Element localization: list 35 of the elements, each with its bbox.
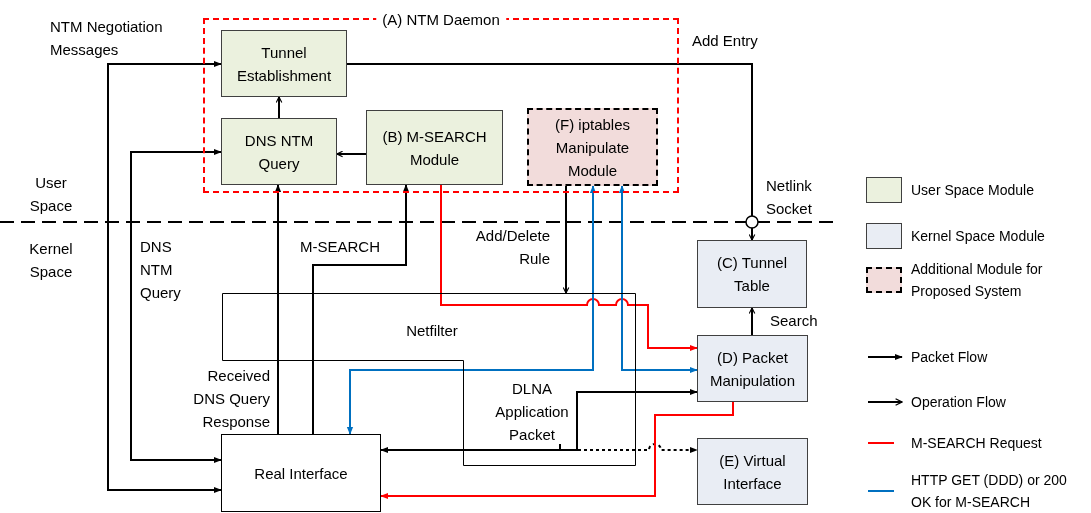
arrow bbox=[559, 443, 698, 454]
side-label: Kernel Space bbox=[28, 239, 74, 282]
arrow bbox=[312, 184, 410, 435]
arrow bbox=[130, 148, 222, 464]
module-box: (E) Virtual Interface bbox=[697, 438, 808, 505]
arrow bbox=[440, 184, 698, 352]
module-box: (F) iptables Manipulate Module bbox=[527, 108, 658, 186]
arrow bbox=[107, 60, 222, 494]
arrow bbox=[559, 388, 698, 451]
interface-box: Real Interface bbox=[221, 434, 381, 512]
legend-text: HTTP GET (DDD) or 200 OK for M-SEARCH bbox=[911, 471, 1068, 512]
module-box: (C) Tunnel Table bbox=[697, 240, 807, 308]
packet-label: DLNA Application Packet bbox=[490, 378, 574, 444]
arrow bbox=[346, 63, 756, 241]
arrow bbox=[380, 401, 734, 500]
arrow bbox=[562, 185, 570, 294]
legend-text: Additional Module for Proposed System bbox=[911, 260, 1044, 301]
legend-text: Kernel Space Module bbox=[911, 227, 1046, 246]
module-box: DNS NTM Query bbox=[221, 118, 337, 185]
legend-text: Packet Flow bbox=[911, 348, 989, 367]
arrow bbox=[274, 184, 282, 435]
module-box: (D) Packet Manipulation bbox=[697, 335, 808, 402]
side-label: Netlink Socket bbox=[766, 176, 813, 219]
arrow bbox=[336, 150, 367, 158]
side-label: User Space bbox=[28, 173, 74, 216]
legend-text: User Space Module bbox=[911, 181, 1035, 200]
arrow bbox=[618, 185, 698, 374]
legend-text: Operation Flow bbox=[911, 393, 1007, 412]
arrow bbox=[346, 185, 597, 435]
group-title: Netfilter bbox=[405, 321, 459, 341]
module-box: (B) M-SEARCH Module bbox=[366, 110, 503, 185]
arrow bbox=[748, 307, 756, 336]
legend-text: M-SEARCH Request bbox=[911, 434, 1043, 453]
arrow bbox=[275, 96, 283, 119]
module-box: Tunnel Establishment bbox=[221, 30, 347, 97]
